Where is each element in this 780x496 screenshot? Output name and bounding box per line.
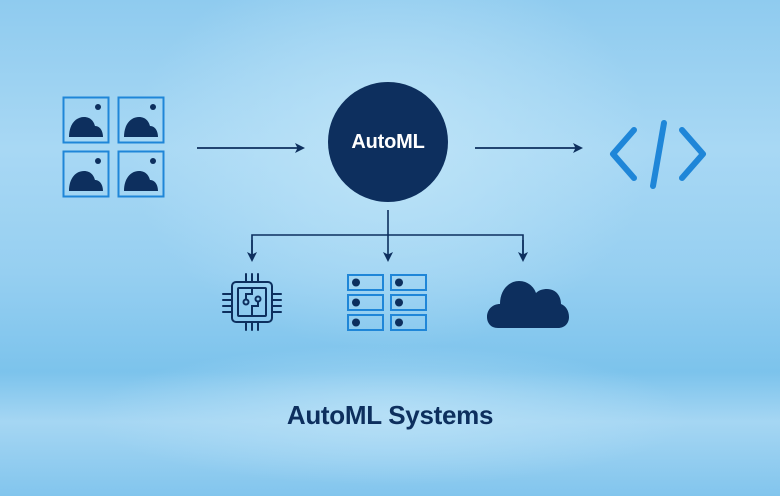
image-icon	[62, 150, 110, 198]
automl-node: AutoML	[328, 82, 448, 202]
image-icon	[117, 150, 165, 198]
code-brackets-icon	[610, 120, 706, 189]
image-grid-icon	[62, 96, 165, 198]
image-icon	[117, 96, 165, 144]
cpu-chip-icon	[222, 273, 282, 331]
automl-node-label: AutoML	[351, 130, 425, 153]
image-icon	[62, 96, 110, 144]
cloud-icon	[487, 281, 569, 328]
server-rack-icon	[347, 274, 427, 331]
diagram-title: AutoML Systems	[286, 400, 494, 430]
